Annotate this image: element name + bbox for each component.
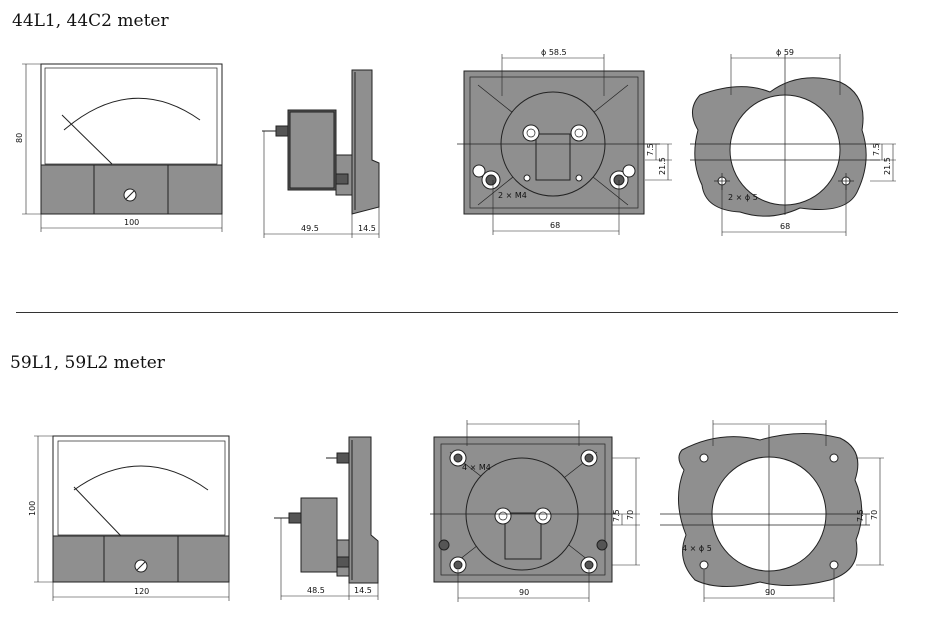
screws-label: 4 × M4 (462, 463, 491, 472)
holes-label: 4 × ϕ 5 (682, 544, 712, 553)
cutout-44: 2 × ϕ 5 ϕ 59 68 7.5 21.5 (690, 48, 896, 236)
dim-height: 100 (28, 501, 37, 516)
terminal-block (300, 497, 338, 573)
needle (61, 114, 113, 165)
scale-window (57, 440, 226, 536)
dim-circle: ϕ 58.5 (541, 48, 567, 57)
section-divider (16, 312, 898, 313)
section-title-44: 44L1, 44C2 meter (12, 11, 169, 31)
dim-width: 100 (124, 218, 139, 227)
dim-offset-large: 70 (626, 510, 635, 520)
dim-cutout-offset-large: 70 (870, 510, 879, 520)
scale-arc (73, 465, 209, 491)
dim-depth: 49.5 (301, 224, 319, 233)
dim-cutout-circle: ϕ 59 (776, 48, 794, 57)
dim-cutout-offset-large: 21.5 (883, 157, 892, 175)
dim-height: 80 (15, 133, 24, 143)
dim-flange: 14.5 (358, 224, 376, 233)
back-view-59: 4 × M4 90 7.5 70 (430, 420, 640, 602)
dim-offset-small: 7.5 (612, 509, 621, 522)
front-view-44: 80 100 (15, 63, 223, 232)
scale-arc (63, 97, 201, 131)
front-view-59: 100 120 (28, 435, 230, 601)
dim-cutout-offset-small: 7.5 (856, 509, 865, 522)
scale-window (44, 67, 218, 165)
dim-cutout-offset-small: 7.5 (872, 143, 881, 156)
dim-pitch-h: 90 (519, 588, 529, 597)
meter-base (52, 535, 230, 583)
holes-label: 2 × ϕ 5 (728, 193, 758, 202)
side-view-59: 48.5 14.5 (274, 436, 379, 600)
dim-offset-large: 21.5 (658, 157, 667, 175)
terminal-bottom (335, 173, 349, 185)
dim-cutout-pitch: 68 (780, 222, 790, 231)
needle (73, 486, 122, 537)
meter-face (52, 435, 230, 537)
dim-depth: 48.5 (307, 586, 325, 595)
terminal-bottom (336, 556, 350, 568)
side-view-44: 49.5 14.5 (262, 69, 380, 238)
dim-cutout-pitch-h: 90 (765, 588, 775, 597)
screws-label: 2 × M4 (498, 191, 527, 200)
back-view-44: 2 × M4 ϕ 58.5 68 7.5 21.5 (457, 48, 672, 235)
dim-width: 120 (134, 587, 149, 596)
dim-offset-small: 7.5 (646, 143, 655, 156)
section-title-59: 59L1, 59L2 meter (10, 353, 165, 373)
dim-pitch: 68 (550, 221, 560, 230)
dim-flange: 14.5 (354, 586, 372, 595)
